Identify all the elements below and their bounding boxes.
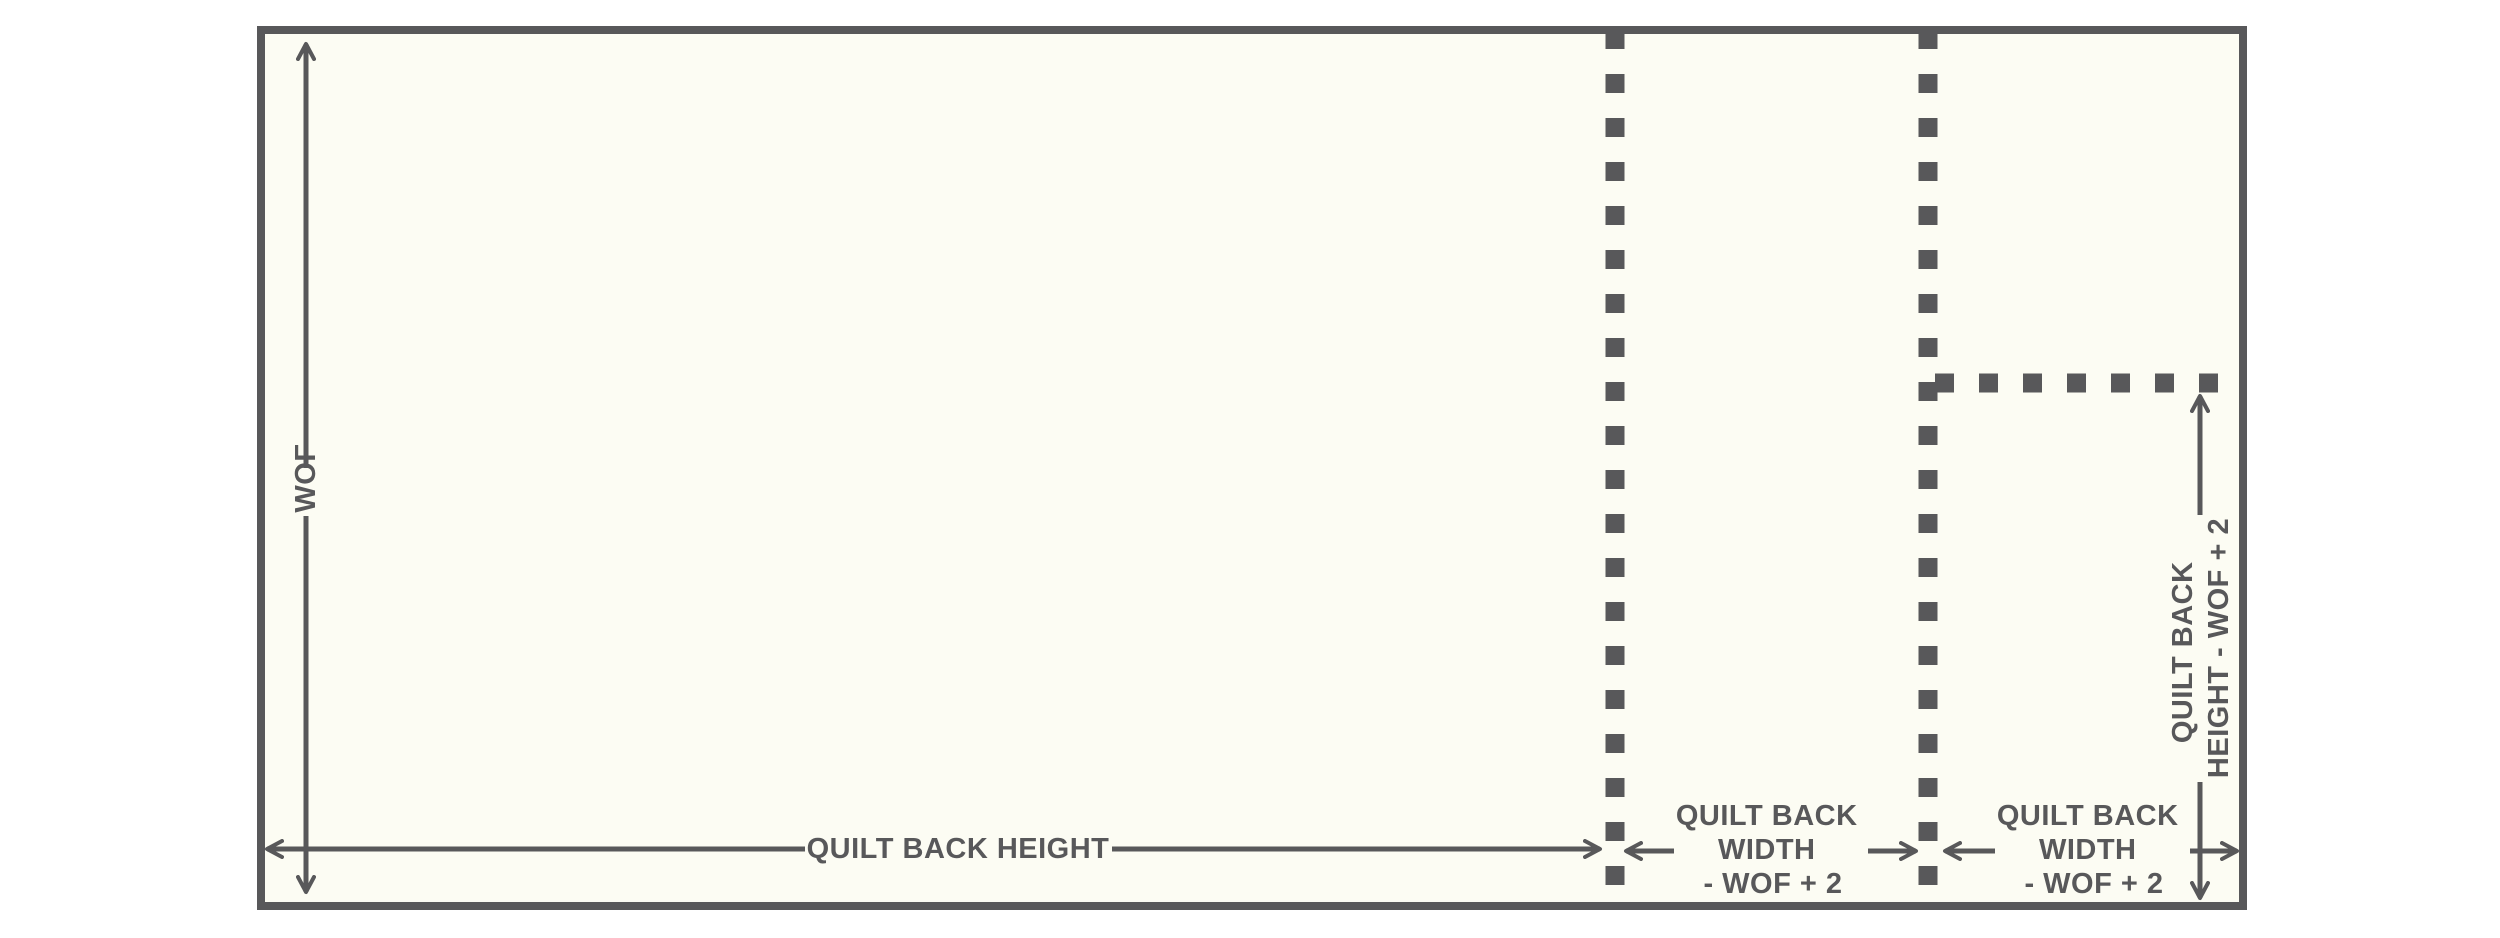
- panel1-width-line1: QUILT BACK: [1676, 800, 1858, 832]
- panel-height-label: QUILT BACK HEIGHT - WOF + 2: [2167, 518, 2235, 778]
- panel-height-line1: QUILT BACK: [2167, 561, 2199, 743]
- quilt-back-height-label: QUILT BACK HEIGHT: [807, 833, 1110, 865]
- panel-height-line2: HEIGHT - WOF + 2: [2203, 518, 2235, 778]
- panel1-width-line2: WIDTH: [1718, 834, 1816, 866]
- panel2-width-line1: QUILT BACK: [1997, 800, 2179, 832]
- panel2-width-line2: WIDTH: [2039, 834, 2137, 866]
- panel2-width-line3: - WOF + 2: [2024, 868, 2163, 900]
- panel1-width-line3: - WOF + 2: [1703, 868, 1842, 900]
- wof-label: WOF: [290, 443, 322, 512]
- fabric-outline: [257, 26, 2247, 910]
- panel1-width-label: QUILT BACK WIDTH - WOF + 2: [1676, 800, 1866, 900]
- panel2-width-label: QUILT BACK WIDTH - WOF + 2: [1997, 800, 2187, 900]
